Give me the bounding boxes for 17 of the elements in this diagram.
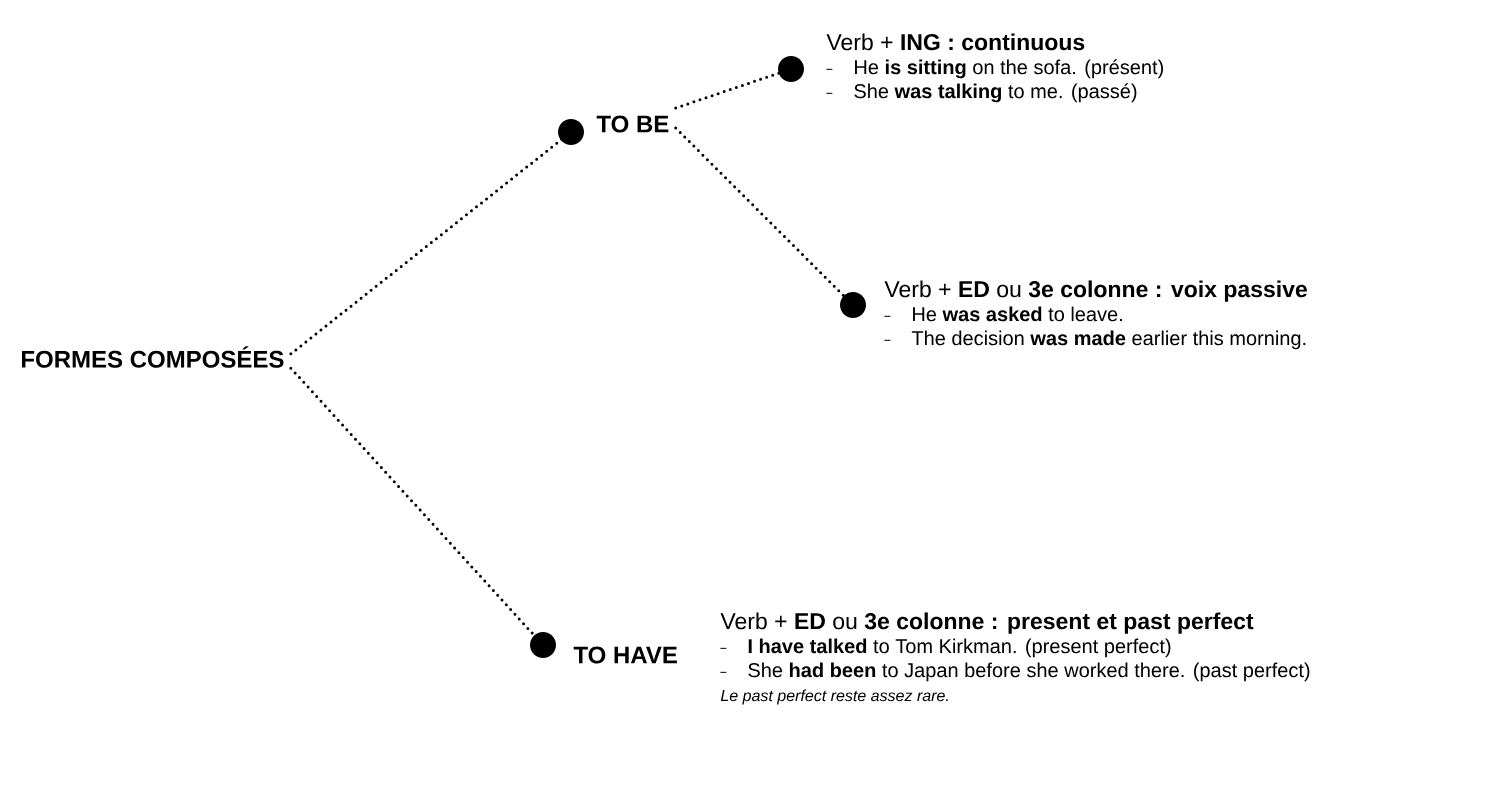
example-sentence: He was asked to leave. [913, 306, 1122, 322]
note: Le past perfect reste assez rare. [720, 689, 948, 705]
dotted-connector [289, 366, 556, 658]
dotted-connector [289, 119, 584, 356]
example-sentence: She had been to Japan before she worked there. (past perfect) [748, 662, 1310, 682]
example-sentence: I have talked to Tom Kirkman. (present perfect) [748, 638, 1171, 658]
dotted-connector [674, 126, 866, 318]
example-sentence: He is sitting on the sofa. (présent) [855, 59, 1163, 79]
branch-label: FORMES COMPOSÉES [22, 346, 284, 368]
rule-heading: Verb + ED ou 3e colonne : present et past perfect [720, 612, 1254, 634]
branch-label: TO BE [596, 115, 669, 133]
example-sentence: The decision was made earlier this morning. [911, 330, 1306, 350]
branch-label: TO HAVE [573, 646, 677, 664]
rule-heading: Verb + ING : continuous [826, 33, 1085, 51]
dotted-connector [674, 56, 804, 110]
example-sentence: She was talking to me. (passé) [854, 83, 1137, 103]
rule-heading: Verb + ED ou 3e colonne : voix passive [884, 280, 1307, 302]
